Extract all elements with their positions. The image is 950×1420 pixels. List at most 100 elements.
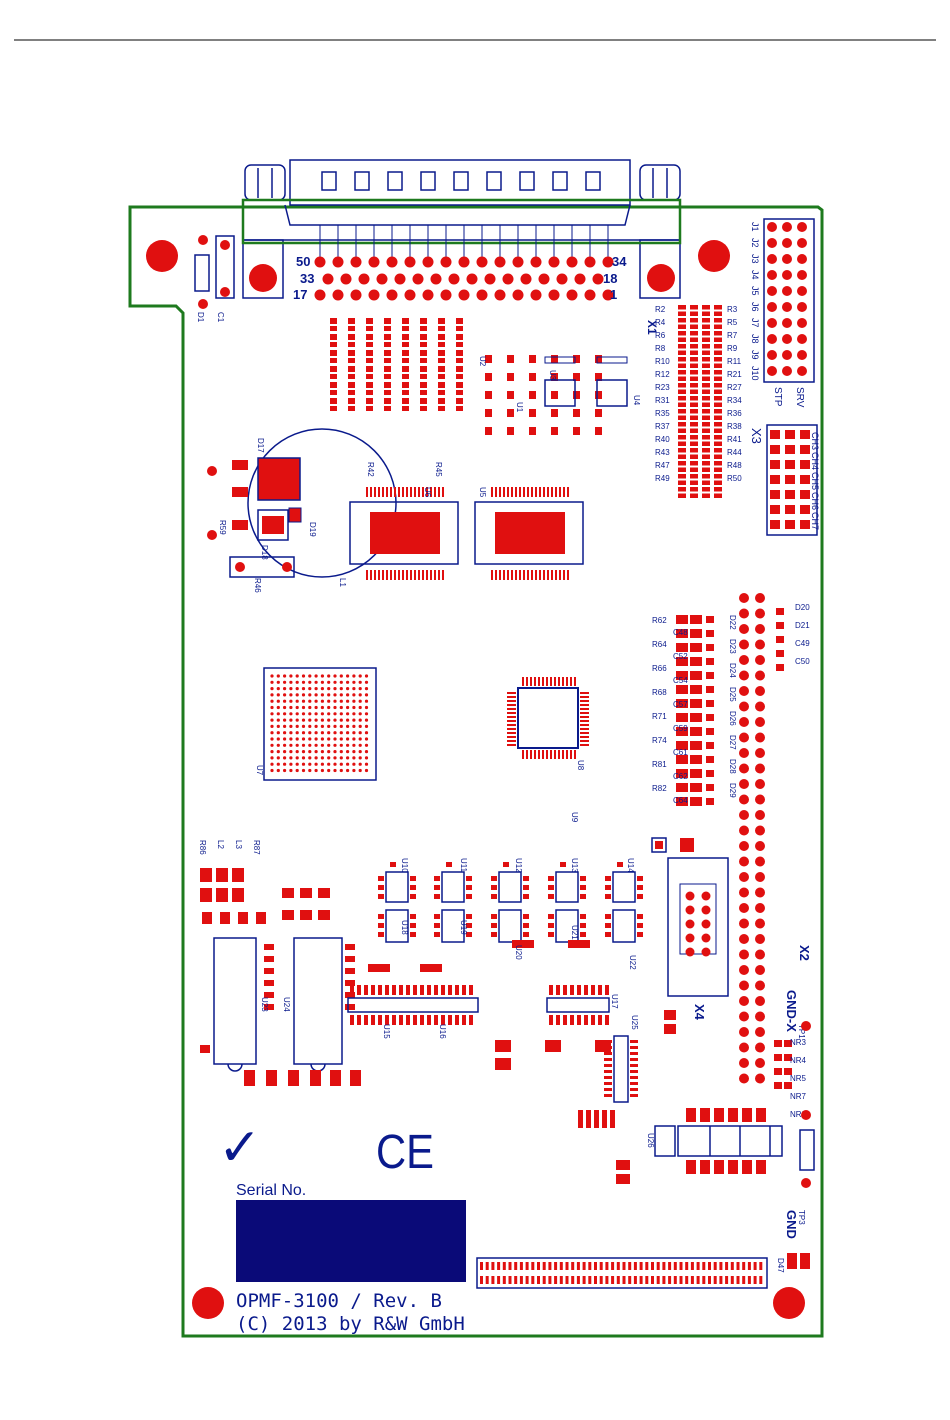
strip-pad [399, 985, 403, 995]
qfp-leg [507, 696, 516, 698]
bga-ball [308, 762, 312, 766]
smd-pad [690, 713, 702, 722]
fine-pitch-pad [582, 1262, 586, 1270]
soic-pad [580, 914, 586, 919]
chip-leg [567, 570, 569, 580]
x2-pin [739, 686, 749, 696]
bga-ball [289, 762, 293, 766]
fine-pitch-pad [605, 1276, 609, 1284]
bga-ball [364, 680, 369, 684]
x1-pin [556, 273, 568, 285]
smd-pad [690, 671, 702, 680]
soic-pad [466, 894, 472, 899]
smd-pad [456, 390, 463, 395]
smd-pad [438, 342, 445, 347]
bga-ball [333, 762, 337, 766]
soic-pad [580, 885, 586, 890]
strip-pad [591, 985, 595, 995]
jumper-pin [782, 238, 792, 248]
bga-ball [346, 699, 350, 703]
resistor-pad [702, 331, 710, 336]
bga-ball [327, 680, 331, 684]
soic-pad [378, 894, 384, 899]
smd-pad [655, 841, 663, 849]
resistor-label: R5 [727, 318, 738, 327]
strip-pad [570, 985, 574, 995]
x3-label: X3 [749, 428, 764, 444]
x1-pin [602, 289, 614, 301]
x2-pin [739, 639, 749, 650]
bga-ball [320, 762, 324, 766]
x1-pin [520, 273, 532, 285]
resistor-pad [678, 435, 686, 440]
smd-pad [384, 366, 391, 372]
chip-leg [414, 487, 416, 497]
bga-ball [346, 693, 350, 697]
channel-pad [785, 490, 795, 499]
bga-ball [339, 680, 343, 684]
soic-pad [548, 876, 554, 881]
chip-leg [567, 487, 569, 497]
switch-pad [742, 1108, 752, 1122]
bga-ball [327, 724, 331, 729]
x2-pin [755, 624, 765, 634]
x1-pin [404, 289, 416, 301]
soic-pad [466, 923, 472, 928]
smd-pad [664, 1024, 676, 1034]
bga-ball [308, 687, 312, 691]
smd-pad [366, 326, 373, 331]
resistor-pad [678, 428, 686, 433]
channel-pad [770, 520, 780, 529]
x4-pin [701, 891, 711, 901]
x1-slot [486, 171, 502, 191]
resistor-pad [690, 376, 698, 381]
fine-pitch-pad [736, 1276, 740, 1284]
soic-chip-row [378, 862, 643, 943]
strip-pad [441, 1015, 445, 1025]
chip-leg [378, 570, 380, 580]
x2-pin [755, 670, 765, 681]
board-outline [128, 205, 824, 1338]
smd-pad [456, 406, 463, 411]
bga-ball [327, 712, 331, 716]
capacitor-pad [616, 1174, 630, 1184]
ic-label: U22 [628, 955, 637, 970]
resistor-pad [690, 402, 698, 407]
resistor-pad [714, 383, 722, 388]
smd-pad [384, 406, 391, 411]
bga-ball [276, 756, 280, 760]
ic-label: U2 [478, 356, 487, 367]
chip-leg [519, 487, 521, 497]
fine-pitch-pad [645, 1262, 649, 1270]
chip-leg [374, 570, 376, 580]
smd-pad [690, 685, 702, 694]
x1-slot [387, 171, 403, 191]
chip-leg [499, 487, 501, 497]
right-part-label: C62 [673, 772, 688, 781]
smd-pad [366, 382, 373, 388]
resistor-pad [702, 305, 710, 310]
switch-body [677, 1125, 783, 1157]
smd-pad [330, 318, 337, 324]
bga-ball [283, 750, 287, 754]
bga-ball [270, 699, 274, 703]
ic-label: U24 [282, 997, 291, 1012]
bga-ball [358, 680, 362, 684]
fine-pitch-pad [753, 1276, 757, 1284]
resistor-pad [678, 305, 686, 310]
bga-ball [295, 705, 299, 710]
resistor-label: R37 [655, 422, 670, 431]
x4-pin [685, 891, 695, 901]
inductor-pad [200, 888, 212, 902]
resistor-label: R23 [655, 383, 670, 392]
resistor-pad [690, 396, 698, 401]
x1-pin [574, 273, 586, 285]
bga-ball [358, 687, 362, 691]
u26-chip [654, 1125, 676, 1157]
fine-pitch-pad [497, 1262, 501, 1270]
chip-leg [555, 487, 557, 497]
resistor-pad [702, 350, 710, 355]
resistor-pad [678, 311, 686, 316]
smd-pad [348, 350, 355, 356]
x4-pin [685, 919, 695, 929]
